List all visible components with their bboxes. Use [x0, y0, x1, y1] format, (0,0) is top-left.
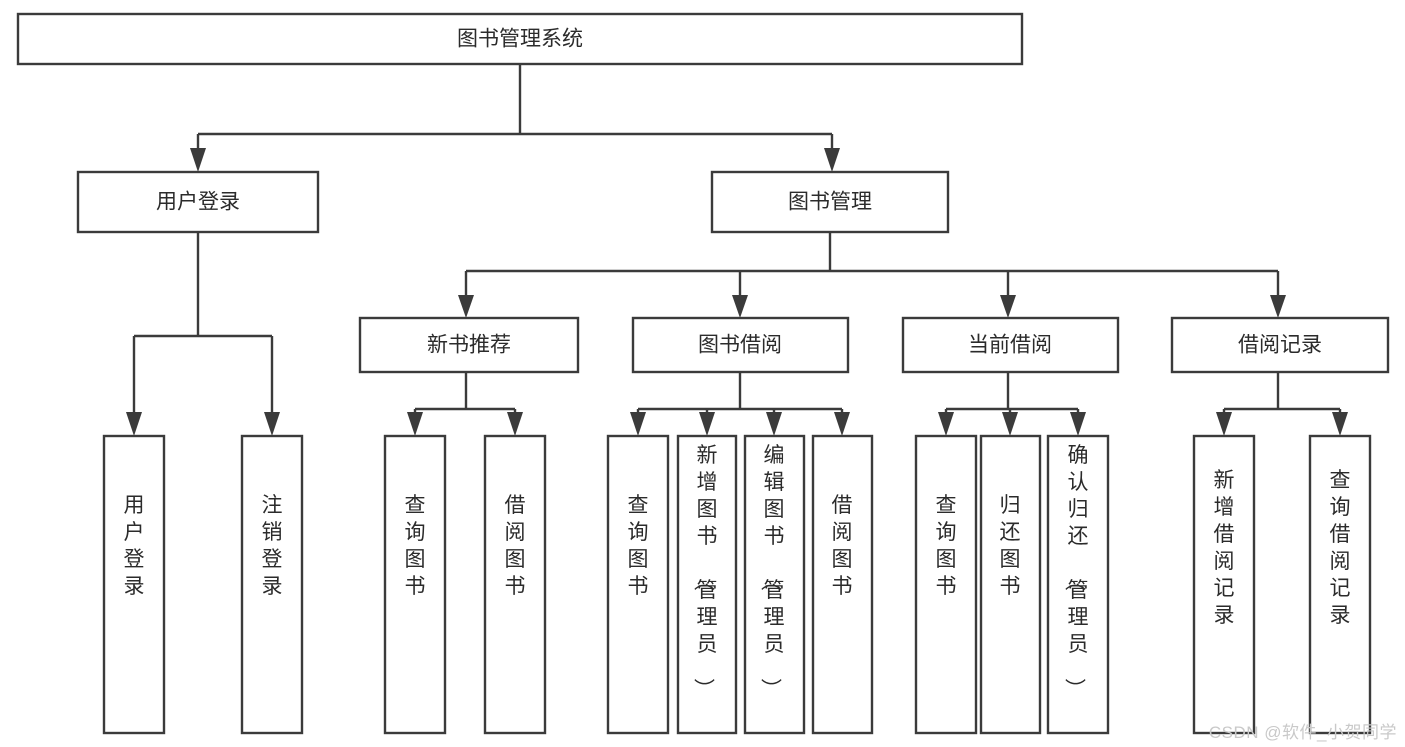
- node-book-management[interactable]: 图书管理: [710, 170, 950, 234]
- node-root-box[interactable]: [16, 12, 1024, 66]
- connectors-user-login-to-leaves: [126, 232, 280, 436]
- node-borrow-book-action-box[interactable]: [811, 434, 874, 735]
- node-borrow-record[interactable]: 借阅记录: [1170, 316, 1390, 374]
- node-return-book[interactable]: 归还图书: [979, 434, 1042, 735]
- node-add-book-admin[interactable]: 新增图书（管理员）: [676, 434, 738, 735]
- node-return-book-label: 归还图书: [1000, 494, 1021, 598]
- connectors-borrow-record-to-leaves: [1216, 372, 1348, 436]
- arrow-head-query-borrow-record: [1332, 412, 1348, 436]
- node-query-book-borrow[interactable]: 查询图书: [606, 434, 670, 735]
- node-query-book-current-box[interactable]: [914, 434, 978, 735]
- node-query-borrow-record-label: 查询借阅记录: [1330, 469, 1351, 627]
- node-add-book-admin-label: 新增图书（管理员）: [692, 444, 718, 699]
- node-query-borrow-record-box[interactable]: [1308, 434, 1372, 735]
- node-user-login-action-box[interactable]: [102, 434, 166, 735]
- connectors-book-borrow-to-leaves: [630, 372, 850, 436]
- arrow-head-borrow-book-action: [834, 412, 850, 436]
- node-borrow-book-action[interactable]: 借阅图书: [811, 434, 874, 735]
- node-edit-book-admin[interactable]: 编辑图书（管理员）: [743, 434, 806, 735]
- node-query-book-recommend-box[interactable]: [383, 434, 447, 735]
- node-user-login-box[interactable]: [76, 170, 320, 234]
- node-add-borrow-record-label: 新增借阅记录: [1214, 469, 1235, 627]
- node-book-management-label: 图书管理: [788, 191, 872, 214]
- arrow-head-user-logout-action: [264, 412, 280, 436]
- arrow-head-current-borrow: [1000, 295, 1016, 318]
- node-borrow-book-recommend-box[interactable]: [483, 434, 547, 735]
- node-add-borrow-record[interactable]: 新增借阅记录: [1192, 434, 1256, 735]
- arrow-head-user-login-action: [126, 412, 142, 436]
- node-user-logout-action-box[interactable]: [240, 434, 304, 735]
- arrow-head-confirm-return-admin: [1070, 412, 1086, 436]
- node-book-management-box[interactable]: [710, 170, 950, 234]
- watermark-text: CSDN @软件_小贺同学: [1208, 723, 1397, 742]
- node-current-borrow-label: 当前借阅: [968, 334, 1052, 357]
- node-borrow-book-recommend[interactable]: 借阅图书: [483, 434, 547, 735]
- node-query-book-recommend-label: 查询图书: [405, 494, 426, 598]
- node-new-book-recommend-label: 新书推荐: [427, 334, 511, 357]
- node-borrow-book-action-label: 借阅图书: [832, 494, 853, 598]
- node-add-borrow-record-box[interactable]: [1192, 434, 1256, 735]
- node-user-login-action[interactable]: 用户登录: [102, 434, 166, 735]
- node-borrow-record-label: 借阅记录: [1238, 334, 1322, 357]
- node-current-borrow-box[interactable]: [901, 316, 1120, 374]
- node-query-book-borrow-label: 查询图书: [628, 494, 649, 598]
- connectors-root-to-level2: [190, 64, 840, 172]
- node-return-book-box[interactable]: [979, 434, 1042, 735]
- node-user-login-action-label: 用户登录: [124, 494, 145, 598]
- arrow-head-user-login: [190, 148, 206, 172]
- node-edit-book-admin-label: 编辑图书（管理员）: [759, 444, 785, 699]
- node-confirm-return-admin-label: 确认归还（管理员）: [1063, 444, 1089, 699]
- arrow-head-borrow-book-recommend: [507, 412, 523, 436]
- node-user-login-label: 用户登录: [156, 191, 240, 214]
- arrow-head-edit-book-admin: [766, 412, 782, 436]
- connectors-current-borrow-to-leaves: [938, 372, 1086, 436]
- node-new-book-recommend[interactable]: 新书推荐: [358, 316, 580, 374]
- arrow-head-return-book: [1002, 412, 1018, 436]
- node-book-borrow-box[interactable]: [631, 316, 850, 374]
- arrow-head-add-borrow-record: [1216, 412, 1232, 436]
- node-query-book-borrow-box[interactable]: [606, 434, 670, 735]
- arrow-head-query-book-borrow: [630, 412, 646, 436]
- node-query-book-current-label: 查询图书: [936, 494, 957, 598]
- arrow-head-add-book-admin: [699, 412, 715, 436]
- arrow-head-book-borrow: [732, 295, 748, 318]
- arrow-head-new-book-recommend: [458, 295, 474, 318]
- node-user-logout-action[interactable]: 注销登录: [240, 434, 304, 735]
- arrow-head-borrow-record: [1270, 295, 1286, 318]
- node-user-login[interactable]: 用户登录: [76, 170, 320, 234]
- node-query-book-current[interactable]: 查询图书: [914, 434, 978, 735]
- node-add-book-admin-box[interactable]: [676, 434, 738, 735]
- node-edit-book-admin-box[interactable]: [743, 434, 806, 735]
- node-query-borrow-record[interactable]: 查询借阅记录: [1308, 434, 1372, 735]
- arrow-head-query-book-current: [938, 412, 954, 436]
- node-confirm-return-admin-box[interactable]: [1046, 434, 1110, 735]
- node-query-book-recommend[interactable]: 查询图书: [383, 434, 447, 735]
- connectors-new-book-recommend-to-leaves: [407, 372, 523, 436]
- node-user-logout-action-label: 注销登录: [262, 494, 283, 598]
- node-book-borrow-label: 图书借阅: [698, 334, 782, 357]
- node-new-book-recommend-box[interactable]: [358, 316, 580, 374]
- node-current-borrow[interactable]: 当前借阅: [901, 316, 1120, 374]
- arrow-head-book-management: [824, 148, 840, 172]
- node-root-label: 图书管理系统: [457, 28, 583, 51]
- node-book-borrow[interactable]: 图书借阅: [631, 316, 850, 374]
- node-root[interactable]: 图书管理系统: [16, 12, 1024, 66]
- node-confirm-return-admin[interactable]: 确认归还（管理员）: [1046, 434, 1110, 735]
- node-borrow-record-box[interactable]: [1170, 316, 1390, 374]
- node-borrow-book-recommend-label: 借阅图书: [505, 494, 526, 598]
- arrow-head-query-book-recommend: [407, 412, 423, 436]
- connectors-book-management-to-level3: [458, 232, 1286, 318]
